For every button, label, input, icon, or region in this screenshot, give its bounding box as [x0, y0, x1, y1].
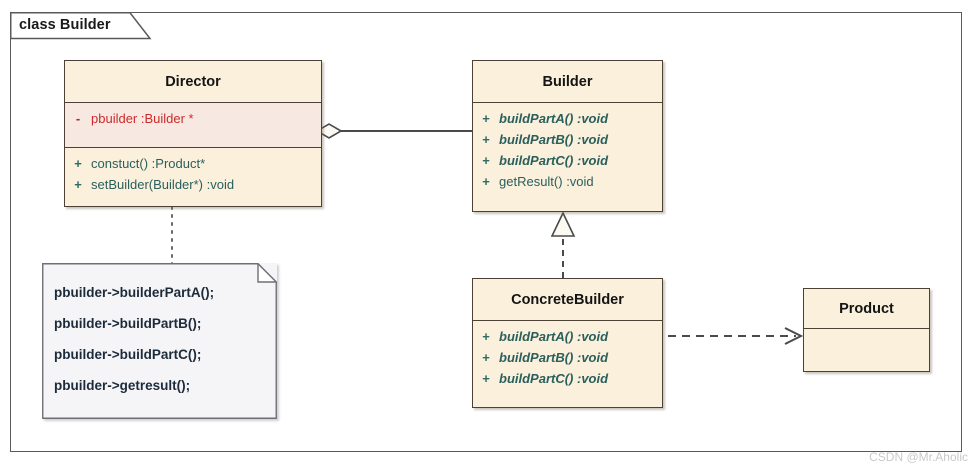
member-label: setBuilder(Builder*) :void [91, 177, 235, 192]
visibility-marker: + [74, 156, 82, 171]
visibility-marker: + [482, 329, 490, 344]
note-line: pbuilder->builderPartA(); [54, 285, 215, 300]
visibility-marker: + [482, 174, 490, 189]
class-member-row: - pbuilder :Builder * [65, 108, 321, 129]
class-box-builder[interactable]: Builder + buildPartA() :void + buildPart… [472, 60, 663, 212]
member-label: getResult() :void [499, 174, 594, 189]
member-label: constuct() :Product* [91, 156, 206, 171]
note-shape [42, 263, 277, 419]
class-member-row: + buildPartA() :void [473, 326, 662, 347]
visibility-marker: + [482, 153, 490, 168]
member-label: buildPartA() :void [499, 329, 609, 344]
member-label: buildPartC() :void [499, 371, 609, 386]
class-title-product: Product [804, 289, 929, 329]
visibility-marker: - [75, 111, 81, 126]
class-member-row: + buildPartB() :void [473, 129, 662, 150]
frame-tab [10, 12, 152, 40]
class-member-row: + buildPartC() :void [473, 368, 662, 389]
visibility-marker: + [482, 350, 490, 365]
watermark-text: CSDN @Mr.Aholic [869, 450, 968, 464]
frame-label: class Builder [19, 17, 111, 33]
member-label: buildPartA() :void [499, 111, 609, 126]
member-label: buildPartB() :void [499, 132, 609, 147]
class-title-builder: Builder [473, 61, 662, 103]
visibility-marker: + [482, 371, 490, 386]
class-member-row: + buildPartA() :void [473, 108, 662, 129]
class-member-row: + buildPartC() :void [473, 150, 662, 171]
note-body: pbuilder->builderPartA(); pbuilder->buil… [42, 263, 277, 401]
member-label: buildPartC() :void [499, 153, 609, 168]
member-label: pbuilder :Builder * [91, 111, 194, 126]
class-title-director: Director [65, 61, 321, 103]
member-label: buildPartB() :void [499, 350, 609, 365]
visibility-marker: + [482, 132, 490, 147]
note-line: pbuilder->getresult(); [54, 378, 191, 393]
class-attributes-director: - pbuilder :Builder * [65, 103, 321, 148]
visibility-marker: + [74, 177, 82, 192]
note-line: pbuilder->buildPartC(); [54, 347, 202, 362]
class-methods-concretebuilder: + buildPartA() :void + buildPartB() :voi… [473, 321, 662, 394]
note-box[interactable]: pbuilder->builderPartA(); pbuilder->buil… [42, 263, 277, 419]
class-member-row: + getResult() :void [473, 171, 662, 192]
class-box-product[interactable]: Product [803, 288, 930, 372]
class-member-row: + setBuilder(Builder*) :void [65, 174, 321, 195]
class-methods-director: + constuct() :Product* + setBuilder(Buil… [65, 148, 321, 200]
class-methods-product [804, 329, 929, 339]
class-box-director[interactable]: Director - pbuilder :Builder * + constuc… [64, 60, 322, 207]
visibility-marker: + [482, 111, 490, 126]
class-title-concretebuilder: ConcreteBuilder [473, 279, 662, 321]
class-member-row: + constuct() :Product* [65, 153, 321, 174]
class-methods-builder: + buildPartA() :void + buildPartB() :voi… [473, 103, 662, 197]
class-box-concretebuilder[interactable]: ConcreteBuilder + buildPartA() :void + b… [472, 278, 663, 408]
class-member-row: + buildPartB() :void [473, 347, 662, 368]
diagram-frame [10, 12, 962, 452]
note-line: pbuilder->buildPartB(); [54, 316, 202, 331]
